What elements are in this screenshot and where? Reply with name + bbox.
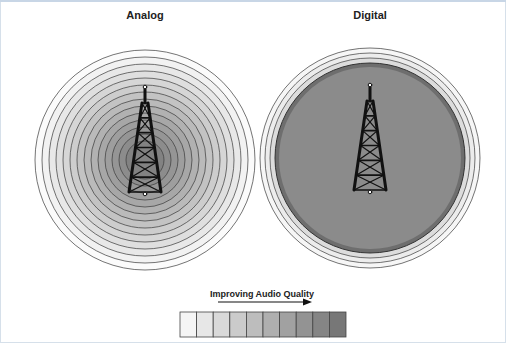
signal-ring bbox=[70, 85, 220, 235]
signal-ring bbox=[260, 48, 480, 268]
scale-step bbox=[296, 312, 313, 337]
signal-ring bbox=[265, 53, 475, 263]
scale-step bbox=[213, 312, 230, 337]
scale-step bbox=[263, 312, 280, 337]
scale-step bbox=[197, 312, 214, 337]
signal-ring bbox=[112, 127, 178, 193]
scale-step bbox=[313, 312, 330, 337]
scale-step bbox=[180, 312, 197, 337]
quality-scale bbox=[180, 312, 346, 337]
signal-ring bbox=[98, 113, 192, 207]
digital-rings bbox=[260, 48, 480, 268]
signal-area bbox=[279, 67, 461, 249]
scale-step bbox=[230, 312, 247, 337]
scale-step bbox=[280, 312, 297, 337]
quality-arrow bbox=[218, 299, 312, 306]
panel-heading: Digital bbox=[353, 9, 387, 21]
signal-ring bbox=[77, 92, 213, 228]
signal-ring bbox=[119, 134, 171, 186]
radio-tower bbox=[354, 83, 386, 194]
signal-ring bbox=[56, 71, 234, 249]
signal-ring bbox=[91, 106, 199, 214]
signal-ring bbox=[35, 50, 255, 270]
signal-ring bbox=[42, 57, 248, 263]
signal-ring bbox=[270, 58, 470, 258]
scale-caption: Improving Audio Quality bbox=[210, 289, 314, 299]
label-holder: Improving Audio Quality bbox=[210, 283, 314, 301]
signal-ring bbox=[84, 99, 206, 221]
panel-heading: Analog bbox=[126, 9, 163, 21]
frame-edge bbox=[0, 0, 506, 2]
label-holder: Analog bbox=[126, 5, 163, 23]
radio-tower bbox=[129, 85, 161, 196]
signal-ring bbox=[49, 64, 241, 256]
scale-step bbox=[329, 312, 346, 337]
label-holder: Digital bbox=[353, 5, 387, 23]
analog-rings bbox=[35, 50, 255, 270]
signal-ring bbox=[63, 78, 227, 242]
signal-rim bbox=[275, 63, 465, 253]
signal-ring bbox=[105, 120, 185, 200]
scale-step bbox=[246, 312, 263, 337]
